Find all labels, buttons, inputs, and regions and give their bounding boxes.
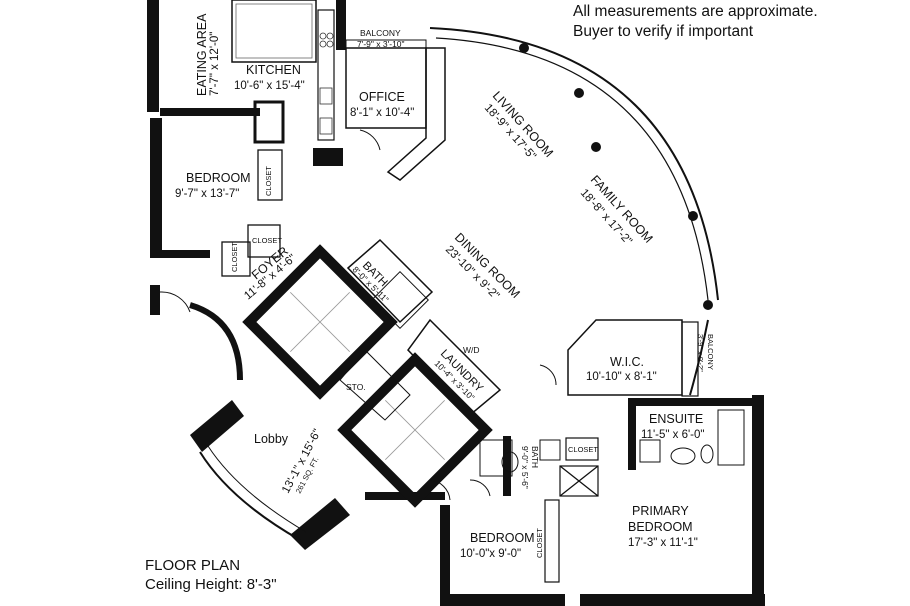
label-bedroom-2: BEDROOM bbox=[470, 531, 535, 545]
wall-lobby-s bbox=[290, 498, 350, 550]
label-closet-5: CLOSET bbox=[535, 528, 544, 558]
wall-ensuite-west bbox=[628, 398, 636, 470]
label-closet-3: CLOSET bbox=[230, 242, 239, 272]
label-eating-area: EATING AREA bbox=[195, 13, 209, 96]
shaft-upper bbox=[242, 244, 398, 400]
label-primary-bedroom-2: BEDROOM bbox=[628, 520, 693, 534]
dims-balcony-right: 3'-9" x 9'-2" bbox=[696, 334, 705, 372]
wall-bedroom-west bbox=[150, 118, 162, 258]
wall-bottom-primary bbox=[580, 594, 765, 606]
label-balcony-right: BALCONY bbox=[706, 334, 715, 370]
label-balcony-top: BALCONY bbox=[360, 28, 401, 38]
ceiling-height: Ceiling Height: 8'-3" bbox=[145, 576, 277, 593]
columns bbox=[519, 43, 713, 310]
wall-primary-east bbox=[752, 395, 764, 606]
dims-primary-bedroom: 17'-3" x 11'-1" bbox=[628, 537, 698, 549]
wall-bath2-west bbox=[503, 436, 511, 496]
wall-entry-stub bbox=[150, 285, 160, 315]
dims-ensuite: 11'-5" x 6'-0" bbox=[641, 429, 704, 441]
wall-eating-west bbox=[147, 0, 159, 112]
wall-bottom-bedroom bbox=[440, 594, 565, 606]
label-ensuite: ENSUITE bbox=[649, 412, 703, 426]
floor-plan-title-block: FLOOR PLAN Ceiling Height: 8'-3" bbox=[145, 556, 277, 594]
dims-bedroom-1: 9'-7" x 13'-7" bbox=[175, 188, 239, 200]
curved-window-wall bbox=[189, 27, 719, 541]
dims-balcony-top: 7'-9" x 3'-10" bbox=[357, 39, 405, 49]
label-bedroom-1: BEDROOM bbox=[186, 171, 251, 185]
label-lobby: Lobby bbox=[254, 432, 289, 446]
label-sto: STO. bbox=[346, 382, 366, 392]
wall-bedroom2-west bbox=[440, 505, 450, 605]
disclaimer-note: All measurements are approximate. Buyer … bbox=[573, 2, 818, 42]
label-closet-1: CLOSET bbox=[264, 166, 273, 196]
dims-kitchen: 10'-6" x 15'-4" bbox=[234, 80, 305, 92]
label-bath-2: BATH bbox=[530, 446, 540, 468]
wall-kitchen-east bbox=[336, 0, 346, 50]
wall-lobby-sw bbox=[190, 400, 244, 452]
dims-wic: 10'-10" x 8'-1" bbox=[586, 371, 657, 383]
kitchen-appliances bbox=[319, 32, 334, 135]
label-wd: W/D bbox=[463, 345, 480, 355]
label-primary-bedroom-1: PRIMARY bbox=[632, 504, 689, 518]
label-closet-4: CLOSET bbox=[568, 445, 598, 454]
disclaimer-line-2: Buyer to verify if important bbox=[573, 23, 754, 40]
floor-plan-title: FLOOR PLAN bbox=[145, 557, 241, 574]
wall-bedroom-south bbox=[150, 250, 210, 258]
wall-kitchen-south bbox=[160, 108, 260, 116]
dims-bedroom-2: 10'-0"x 9'-0" bbox=[460, 548, 521, 560]
label-kitchen: KITCHEN bbox=[246, 63, 301, 77]
label-office: OFFICE bbox=[359, 90, 405, 104]
dims-office: 8'-1" x 10'-4" bbox=[350, 107, 414, 119]
label-closet-2: CLOSET bbox=[252, 236, 282, 245]
label-wic: W.I.C. bbox=[610, 355, 644, 369]
disclaimer-line-1: All measurements are approximate. bbox=[573, 3, 818, 20]
kitchen-fridge bbox=[313, 148, 343, 166]
interior-partitions bbox=[159, 0, 745, 583]
dims-bath-2: 9'-0" x 5'-6" bbox=[520, 446, 530, 489]
wall-ensuite-top bbox=[630, 398, 762, 406]
dims-eating-area: 7'-7" x 12'-0" bbox=[209, 32, 221, 96]
